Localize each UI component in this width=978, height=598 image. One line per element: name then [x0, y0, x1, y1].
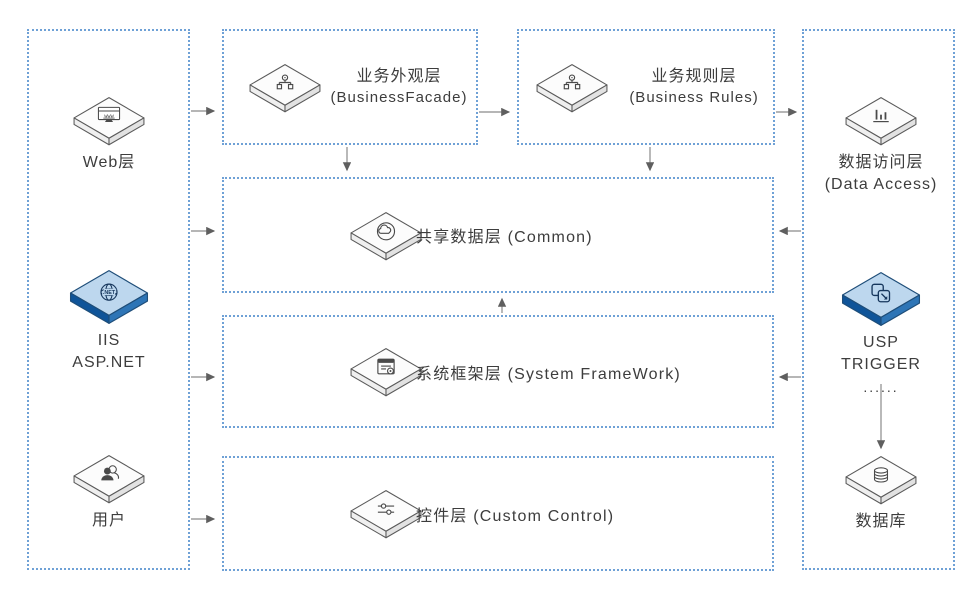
database-icon	[845, 456, 917, 505]
box-business-rules: 业务规则层 (Business Rules)	[517, 29, 775, 145]
rules-label: 业务规则层 (Business Rules)	[629, 66, 758, 108]
user-label: 用户	[91, 512, 126, 529]
data-access-label-en: (Data Access)	[824, 176, 938, 193]
node-data-access: 数据访问层 (Data Access)	[806, 95, 956, 196]
node-database: 数据库	[806, 454, 956, 533]
cloud-icon	[350, 212, 422, 261]
rules-title: 业务规则层	[651, 68, 737, 85]
sliders-icon	[350, 490, 422, 539]
bar-chart-icon	[845, 97, 917, 146]
document-icon	[350, 348, 422, 397]
iis-label: IIS	[97, 332, 121, 349]
facade-title: 业务外观层	[356, 68, 442, 85]
dotnet-globe-icon: .NET	[69, 270, 149, 325]
ellipsis-label: ......	[863, 379, 899, 395]
svg-text:.NET: .NET	[103, 290, 116, 296]
user-icon	[73, 455, 145, 504]
web-browser-icon: www	[73, 97, 145, 146]
common-label: 共享数据层 (Common)	[416, 229, 593, 246]
control-label: 控件层 (Custom Control)	[416, 507, 615, 525]
group-data-box	[802, 29, 955, 570]
node-iis-aspnet: .NET IIS ASP.NET	[34, 268, 184, 374]
box-business-facade: 业务外观层 (BusinessFacade)	[222, 29, 478, 145]
group-clients-box	[27, 29, 190, 570]
trigger-label: TRIGGER	[841, 356, 921, 373]
box-common-layer: 共享数据层 (Common)	[222, 177, 774, 293]
usp-label: USP	[863, 334, 899, 351]
framework-label: 系统框架层 (System FrameWork)	[416, 365, 681, 383]
data-access-label-cn: 数据访问层	[838, 154, 924, 171]
node-web-layer: www Web层	[34, 95, 184, 174]
transfer-icon	[841, 272, 921, 327]
facade-subtitle: (BusinessFacade)	[330, 89, 468, 106]
box-system-framework: 系统框架层 (System FrameWork)	[222, 315, 774, 428]
web-layer-label: Web层	[82, 154, 136, 171]
svg-text:www: www	[104, 114, 114, 120]
hierarchy-icon	[249, 64, 321, 113]
facade-label: 业务外观层 (BusinessFacade)	[331, 66, 468, 108]
hierarchy-icon	[536, 64, 608, 113]
rules-subtitle: (Business Rules)	[629, 89, 759, 106]
node-usp-trigger: USP TRIGGER ......	[806, 270, 956, 395]
aspnet-label: ASP.NET	[72, 354, 146, 371]
database-label: 数据库	[855, 513, 907, 530]
box-custom-control: 控件层 (Custom Control)	[222, 456, 774, 571]
node-user: 用户	[34, 453, 184, 532]
